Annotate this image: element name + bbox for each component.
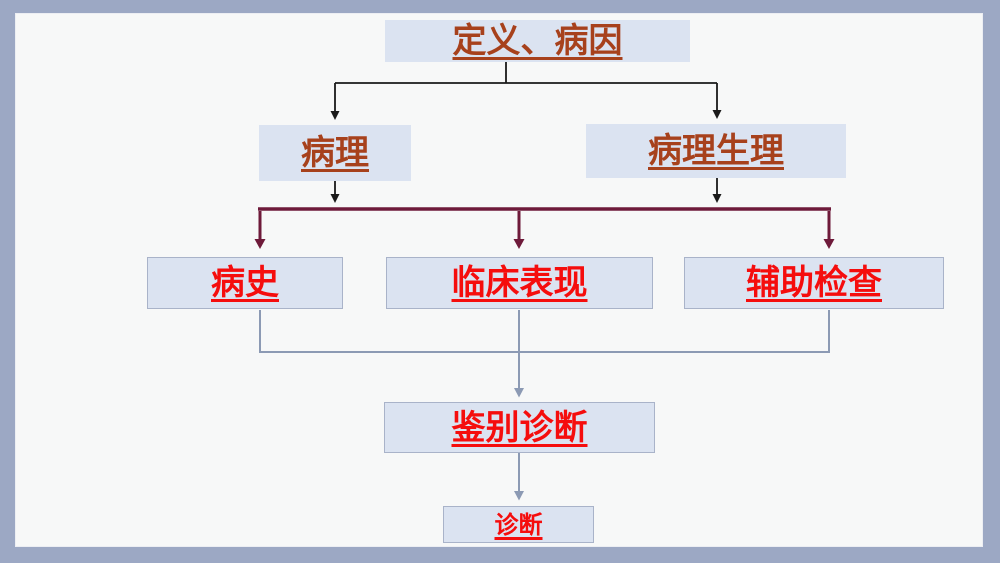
node-differential-diagnosis: 鉴别诊断 xyxy=(384,402,655,453)
node-diagnosis: 诊断 xyxy=(443,506,594,543)
node-diagnosis-label: 诊断 xyxy=(494,510,543,539)
node-pathophysiology-label: 病理生理 xyxy=(648,131,784,171)
node-pathology: 病理 xyxy=(259,125,411,181)
node-auxiliary-examination: 辅助检查 xyxy=(684,257,944,309)
node-definition-etiology-label: 定义、病因 xyxy=(452,21,623,61)
node-definition-etiology: 定义、病因 xyxy=(385,20,690,62)
node-pathology-label: 病理 xyxy=(301,133,369,173)
node-differential-diagnosis-label: 鉴别诊断 xyxy=(451,407,588,448)
node-clinical-manifestations: 临床表现 xyxy=(386,257,653,309)
node-auxiliary-examination-label: 辅助检查 xyxy=(746,263,882,303)
node-history-label: 病史 xyxy=(211,263,279,303)
node-history: 病史 xyxy=(147,257,343,309)
node-pathophysiology: 病理生理 xyxy=(586,124,846,178)
node-clinical-manifestations-label: 临床表现 xyxy=(451,263,588,303)
